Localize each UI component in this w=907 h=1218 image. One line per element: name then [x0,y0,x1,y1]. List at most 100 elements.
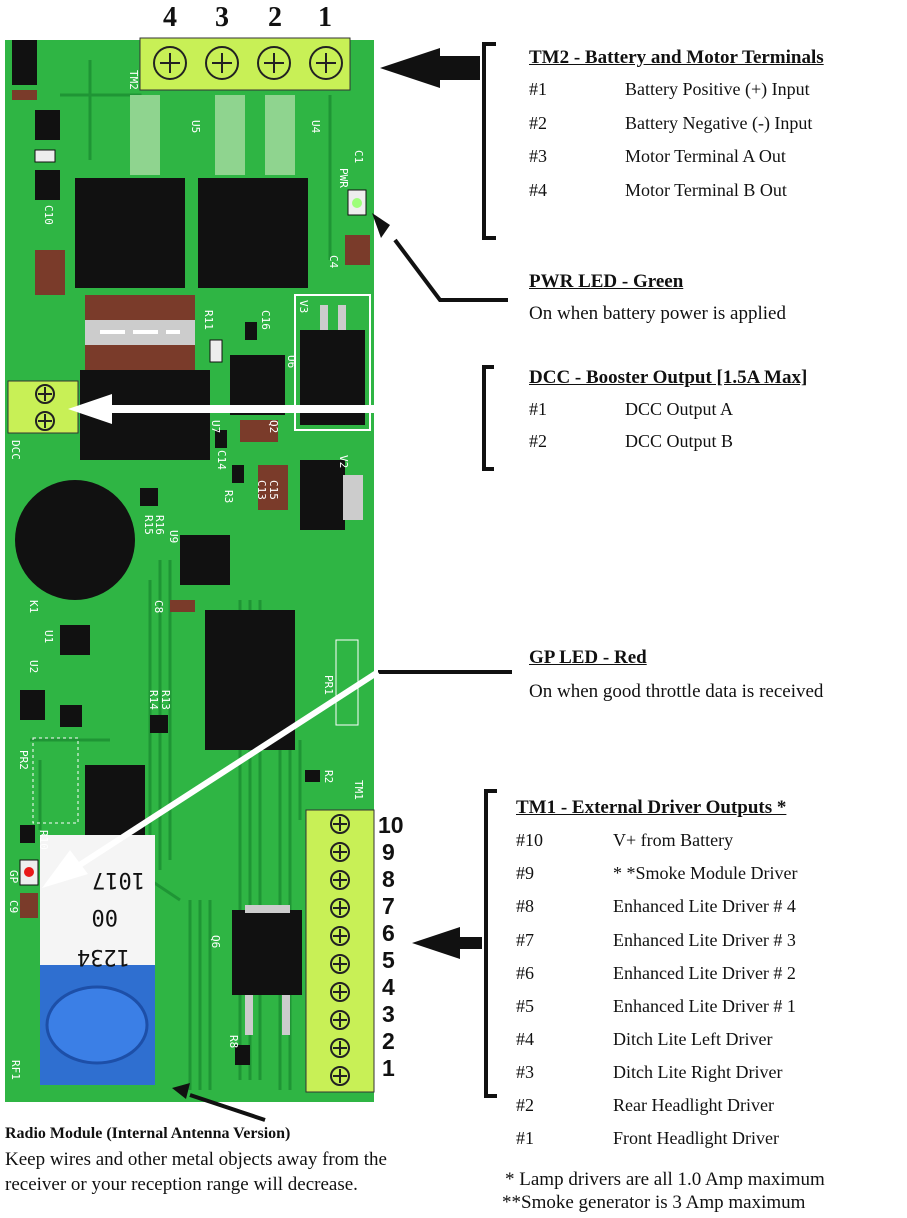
callout-lines [189,238,512,1122]
tm1-number-7: 7 [382,893,395,919]
tm2-screws [153,46,343,80]
dcc-row-num: #2 [529,431,547,451]
pr1-outline [335,639,359,726]
resistor [12,90,37,100]
radio-antenna-coil [45,985,149,1065]
label-pwr: PWR [337,168,350,188]
electrolytic-capacitor [15,480,135,600]
resistor [170,600,195,612]
dcc-screws [35,384,55,431]
label-rf1: RF1 [9,1060,22,1080]
dcc-white-line [108,405,374,413]
tm2-title: TM2 - Battery and Motor Terminals [529,47,824,68]
q6-tab [245,905,290,913]
tm1-number-8: 8 [382,866,395,892]
tm1-row-desc: Ditch Lite Left Driver [613,1029,773,1049]
label-pr1: PR1 [322,675,335,695]
label-r8: R8 [227,1035,240,1048]
label-r11: R11 [202,310,215,330]
tm1-row-num: #8 [516,896,534,916]
tm2-number-2: 2 [268,2,282,33]
tm1-row-num: #5 [516,996,534,1016]
dcc-row-desc: DCC Output A [625,399,734,419]
transistor-q6 [232,910,302,995]
dcc-white-arrow [68,394,112,424]
label-r14: R14 [147,690,160,710]
transistor [35,110,60,140]
tm1-row-num: #9 [516,863,534,883]
tm2-bracket [482,42,496,240]
label-c14: C14 [215,450,228,470]
tm1-number-4: 4 [382,974,395,1000]
tm2-number-3: 3 [215,2,229,33]
tm2-row-num: #3 [529,146,547,166]
gp-led [24,867,34,877]
label-u9: U9 [167,530,180,543]
tm1-number-6: 6 [382,920,395,946]
transistor-q2 [258,465,288,510]
radio-label-1234: 1234 [77,944,130,969]
transistor-u1 [60,625,90,655]
resistor [232,465,244,483]
label-k1: K1 [27,600,40,613]
tm1-row-desc: * *Smoke Module Driver [613,863,798,883]
regulator-tab [343,475,363,520]
tm1-row-num: #1 [516,1128,534,1148]
label-c15: C15 [267,480,280,500]
label-c16: C16 [259,310,272,330]
pwr-led-line [393,238,508,302]
capacitor [34,149,56,163]
mosfet-u5 [75,178,185,288]
capacitor-c10 [35,250,65,295]
label-v3: V3 [297,300,310,313]
lamp-note: * Lamp drivers are all 1.0 Amp maximum [505,1169,825,1190]
label-u1: U1 [42,630,55,643]
transistor-u2 [20,690,45,720]
label-c4: C4 [327,255,340,269]
tm2-row-desc: Motor Terminal B Out [625,180,787,200]
tm2-number-1: 1 [318,2,332,33]
gp-white-arrow [42,850,88,888]
gp-led-desc: On when good throttle data is received [529,681,824,702]
resistor-r10 [20,825,35,843]
capacitor-c9 [20,893,38,918]
regulator-v3-outline [294,294,371,431]
tm1-row-num: #2 [516,1095,534,1115]
tm2-number-4: 4 [163,2,177,33]
label-c9: C9 [7,900,20,913]
label-tm1: TM1 [352,780,365,800]
tm1-row-num: #7 [516,930,534,950]
radio-label-00: 00 [92,904,119,929]
label-q6: Q6 [209,935,222,948]
tm1-row-desc: Enhanced Lite Driver # 2 [613,963,796,983]
tm2-row-desc: Battery Positive (+) Input [625,79,810,99]
tm1-row-desc: Enhanced Lite Driver # 3 [613,930,796,950]
label-r3: R3 [222,490,235,503]
gp-led-title: GP LED - Red [529,647,647,668]
dcc-row-desc: DCC Output B [625,431,734,451]
label-tm2: TM2 [127,70,140,90]
label-r10: R10 [37,830,50,850]
ic-u3 [205,610,295,750]
label-r2: R2 [322,770,335,783]
tm1-number-3: 3 [382,1001,395,1027]
label-c13: C13 [255,480,268,500]
silkscreen-labels: TM2 U5 U4 C10 PWR C1 C4 R11 C16 U6 V3 DC… [7,70,365,1080]
pr2-outline [32,737,79,824]
copper-pad [215,95,245,175]
tm1-number-1: 1 [382,1055,395,1081]
label-u6: U6 [285,355,298,368]
resistor [60,705,82,727]
gp-white-line [73,669,380,871]
label-gp: GP [7,870,20,884]
tm1-arrow [412,927,482,959]
resistor-r11 [209,339,223,363]
regulator-v2 [300,460,345,530]
radio-title: Radio Module (Internal Antenna Version) [5,1125,291,1142]
tm1-title: TM1 - External Driver Outputs * [516,797,787,818]
radio-desc: Keep wires and other metal objects away … [5,1149,387,1195]
capacitor [240,420,278,442]
capacitor-c16 [245,322,257,340]
tm1-row-desc: Enhanced Lite Driver # 4 [613,896,796,916]
white-callouts [42,394,380,888]
